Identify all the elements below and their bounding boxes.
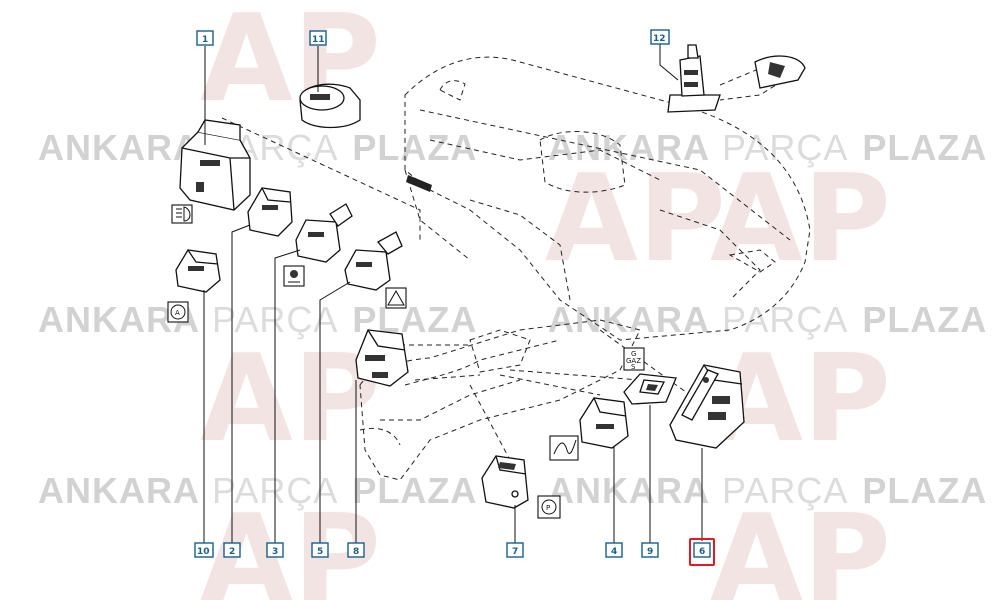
watermark-word: PLAZA: [862, 299, 987, 340]
callout-11[interactable]: 11: [309, 30, 327, 46]
callout-1[interactable]: 1: [196, 30, 214, 46]
part-8-switch: [355, 329, 409, 387]
callout-6[interactable]: 6: [689, 538, 715, 566]
symbol-gaz-mid: GAZ: [626, 357, 641, 365]
callout-7-label: 7: [512, 547, 518, 557]
symbol-parking: P: [537, 495, 561, 519]
symbol-headlight: [171, 204, 193, 224]
part-12-lever: [667, 44, 806, 113]
part-6-switch-panel: [669, 364, 745, 449]
callout-3-label: 3: [272, 547, 278, 557]
callout-10[interactable]: 10: [194, 542, 214, 558]
callout-8[interactable]: 8: [347, 542, 365, 558]
callout-10-label: 10: [197, 547, 210, 557]
callout-4-label: 4: [611, 547, 617, 557]
callout-9-label: 9: [647, 547, 653, 557]
callout-3[interactable]: 3: [266, 542, 284, 558]
part-11-round-switch: [299, 83, 361, 129]
symbol-gaz: G GAZ S: [623, 347, 645, 371]
watermark-word: PLAZA: [862, 127, 987, 168]
part-9-switch: [623, 373, 677, 405]
symbol-gaz-top: G: [631, 350, 636, 358]
dashboard-outline: [404, 56, 811, 341]
callout-5[interactable]: 5: [311, 542, 329, 558]
callout-2-label: 2: [229, 547, 235, 557]
part-3-switch: [295, 203, 353, 263]
watermark-logo: AP: [545, 150, 726, 289]
part-10-switch: [175, 249, 221, 293]
watermark-word: ANKARA: [38, 127, 200, 168]
part-7-switch: [481, 455, 529, 509]
watermark-word: ANKARA: [548, 127, 710, 168]
callout-leaders: [203, 44, 703, 543]
symbol-warning: [385, 287, 407, 309]
dashed-leaders: [221, 117, 691, 461]
watermark-logo: AP: [200, 330, 381, 469]
callout-12-label: 12: [653, 34, 666, 44]
callout-7[interactable]: 7: [506, 542, 524, 558]
watermark-word: ANKARA: [548, 470, 710, 511]
callout-5-label: 5: [317, 547, 323, 557]
symbol-esp-label: A: [175, 309, 180, 317]
watermark-word: PARÇA: [722, 127, 848, 168]
watermark-word: ANKARA: [38, 470, 200, 511]
watermark-logo: AP: [710, 490, 891, 600]
watermark-word: PLAZA: [352, 470, 477, 511]
symbol-esp: A: [167, 301, 189, 323]
symbol-seat: [283, 265, 305, 287]
watermark-word: PARÇA: [722, 470, 848, 511]
callout-1-label: 1: [202, 35, 208, 45]
watermark-word: ANKARA: [548, 299, 710, 340]
callout-12[interactable]: 12: [650, 29, 670, 45]
callout-6-highlight: [689, 538, 715, 566]
watermark-word: PARÇA: [722, 299, 848, 340]
watermark-logo: AP: [710, 150, 891, 289]
part-1-switch-block: [179, 119, 251, 211]
part-2-switch: [247, 187, 293, 237]
symbol-wave: [549, 435, 579, 461]
symbol-parking-label: P: [546, 504, 550, 512]
callout-9[interactable]: 9: [641, 542, 659, 558]
callout-4[interactable]: 4: [605, 542, 623, 558]
symbol-gaz-bottom: S: [631, 363, 636, 371]
callout-8-label: 8: [353, 547, 359, 557]
part-5-switch: [344, 231, 403, 291]
watermark-word: PLAZA: [352, 127, 477, 168]
callout-6-label: 6: [699, 547, 705, 557]
callout-2[interactable]: 2: [223, 542, 241, 558]
callout-11-label: 11: [312, 35, 325, 45]
part-4-switch: [579, 397, 629, 449]
watermark-word: PLAZA: [862, 470, 987, 511]
